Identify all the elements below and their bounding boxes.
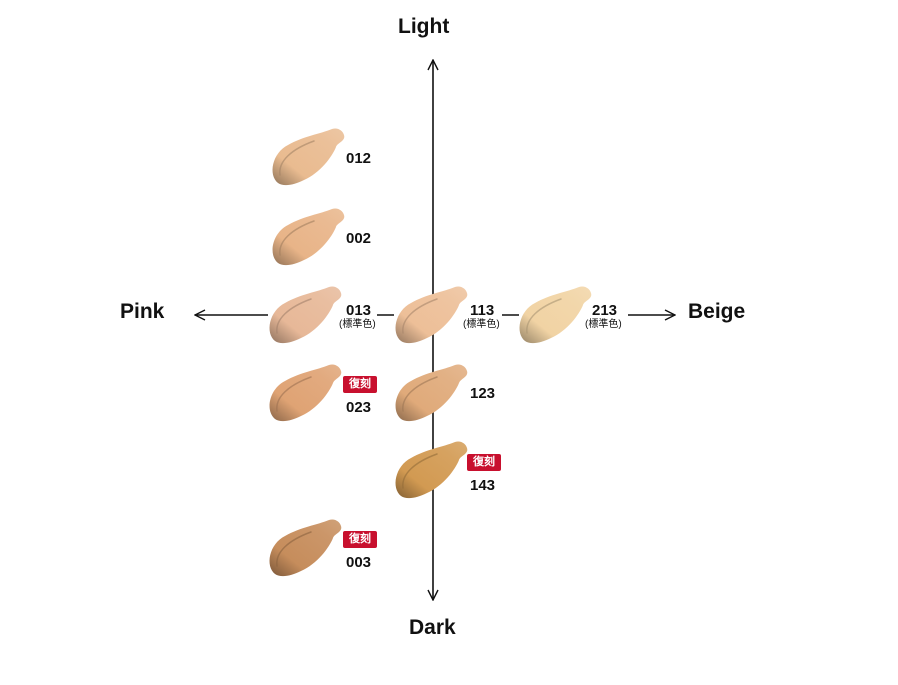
shade-code: 002 [346,230,372,247]
standard-color-label: (標準色) [463,319,500,330]
swatch-002 [272,208,345,266]
reissue-badge: 復刻 [343,376,377,393]
standard-color-label: (標準色) [585,319,622,330]
shade-code: 013 [346,302,372,319]
swatch-123 [395,364,468,422]
axis-label-beige: Beige [688,300,746,323]
standard-color-label: (標準色) [339,319,376,330]
shade-code: 003 [346,554,372,571]
reissue-badge: 復刻 [467,454,501,471]
swatch-023 [269,364,342,422]
shade-code: 012 [346,150,372,167]
shade-code: 123 [470,385,496,402]
swatch-013 [269,286,342,344]
axis-label-dark: Dark [409,616,456,639]
shade-code: 143 [470,477,496,494]
swatch-143 [395,441,468,499]
axis-label-light: Light [398,15,450,38]
reissue-badge: 復刻 [343,531,377,548]
swatch-003 [269,519,342,577]
swatch-213 [519,286,592,344]
shade-code: 113 [470,302,495,319]
swatch-113 [395,286,468,344]
shade-code: 213 [592,302,618,319]
swatch-012 [272,128,345,186]
shade-code: 023 [346,399,372,416]
axis-label-pink: Pink [120,300,165,323]
